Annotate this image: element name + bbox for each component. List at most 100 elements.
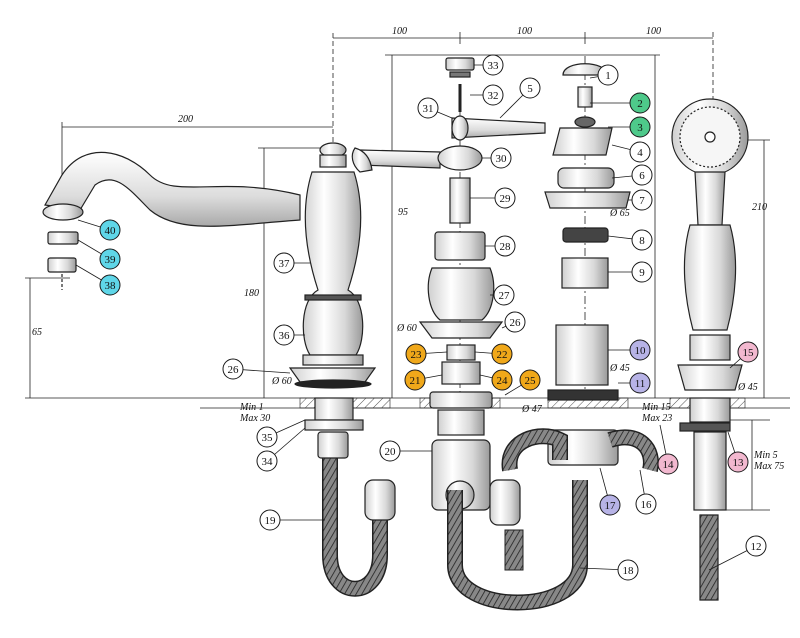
callout-circle [629, 116, 651, 138]
dim-dia60-left: Ø 60 [271, 376, 292, 387]
callout-31: 31 [417, 97, 453, 119]
callout-number: 9 [639, 267, 645, 279]
callout-number: 27 [499, 290, 511, 302]
callout-34: 34 [256, 427, 306, 472]
callout-number: 39 [105, 254, 117, 266]
callout-number: 26 [228, 364, 240, 376]
callout-circle [273, 324, 295, 346]
callout-circle [490, 147, 512, 169]
callout-18: 18 [579, 559, 639, 581]
callout-36: 36 [273, 324, 305, 346]
callout-number: 6 [639, 170, 645, 182]
callout-number: 25 [525, 375, 537, 387]
callout-circle [491, 369, 513, 391]
callout-12: 12 [708, 535, 767, 571]
callout-circle [405, 343, 427, 365]
callout-14: 14 [657, 424, 679, 475]
spout-body [288, 142, 377, 431]
callout-number: 1 [605, 70, 611, 82]
callout-circle [417, 97, 439, 119]
callout-number: 35 [262, 432, 274, 444]
diverter-assembly [544, 63, 631, 466]
callout-number: 7 [639, 195, 645, 207]
dim-65: 65 [32, 327, 42, 338]
callout-number: 32 [488, 90, 499, 102]
callout-circle [629, 339, 651, 361]
callout-circle [629, 372, 651, 394]
dimension-labels: 100 100 100 200 210 180 95 65 Ø 60 Ø 60 … [32, 26, 784, 472]
callout-number: 22 [497, 349, 508, 361]
callout-number: 24 [497, 375, 509, 387]
callout-26: 26 [501, 311, 526, 333]
callout-number: 34 [262, 456, 274, 468]
callout-15: 15 [729, 341, 759, 369]
dim-dia65: Ø 65 [609, 208, 630, 219]
callout-28: 28 [485, 235, 516, 257]
callout-circle [99, 274, 121, 296]
callout-29: 29 [470, 187, 516, 209]
hoses [317, 428, 659, 611]
callout-number: 2 [637, 98, 643, 110]
dim-min5: Min 5 [753, 450, 778, 461]
callout-17: 17 [599, 467, 621, 516]
callout-21: 21 [404, 369, 443, 391]
callout-6: 6 [611, 164, 653, 186]
callout-number: 19 [265, 515, 277, 527]
dim-dia45-mid: Ø 45 [609, 363, 630, 374]
callout-number: 18 [623, 565, 635, 577]
callout-number: 28 [500, 241, 512, 253]
callout-circle [629, 92, 651, 114]
callout-number: 37 [279, 258, 291, 270]
callout-number: 8 [639, 235, 645, 247]
callout-circle [631, 229, 653, 251]
callout-4: 4 [611, 141, 651, 163]
callout-13: 13 [727, 431, 749, 473]
dim-max75: Max 75 [753, 461, 784, 472]
callout-circle [519, 77, 541, 99]
dim-100-center: 100 [517, 26, 532, 37]
dim-min15: Min 15 [641, 402, 671, 413]
dim-200: 200 [178, 114, 193, 125]
callout-circle [745, 535, 767, 557]
callout-22: 22 [474, 343, 513, 365]
callout-number: 38 [105, 280, 117, 292]
callout-33: 33 [474, 54, 504, 76]
callout-circle [222, 358, 244, 380]
callout-circle [727, 451, 749, 473]
callout-circle [273, 252, 295, 274]
callout-16: 16 [635, 469, 657, 515]
callout-number: 23 [411, 349, 423, 361]
callout-8: 8 [607, 229, 653, 251]
callout-24: 24 [479, 369, 513, 391]
callout-number: 11 [635, 378, 646, 390]
callout-number: 21 [410, 375, 421, 387]
callout-5: 5 [499, 77, 541, 119]
dim-dia60-mid: Ø 60 [396, 323, 417, 334]
callout-circle [519, 369, 541, 391]
callout-40: 40 [77, 219, 121, 241]
callout-number: 36 [279, 330, 291, 342]
callout-circle [631, 261, 653, 283]
callout-circle [259, 509, 281, 531]
callout-number: 33 [488, 60, 500, 72]
callout-circle [482, 84, 504, 106]
dim-dia47: Ø 47 [521, 404, 543, 415]
dim-180: 180 [244, 288, 259, 299]
dim-max23: Max 23 [641, 413, 672, 424]
callout-number: 30 [496, 153, 508, 165]
callout-number: 4 [637, 147, 643, 159]
dim-min1: Min 1 [239, 402, 264, 413]
callout-circle [491, 343, 513, 365]
spout-assembly [42, 151, 301, 290]
callout-number: 10 [635, 345, 647, 357]
callout-number: 15 [743, 347, 755, 359]
callout-circle [629, 141, 651, 163]
callout-39: 39 [77, 239, 121, 270]
callout-35: 35 [256, 419, 306, 448]
callout-1: 1 [589, 64, 619, 86]
callout-20: 20 [379, 440, 432, 462]
callout-number: 17 [605, 500, 617, 512]
callout-circle [379, 440, 401, 462]
